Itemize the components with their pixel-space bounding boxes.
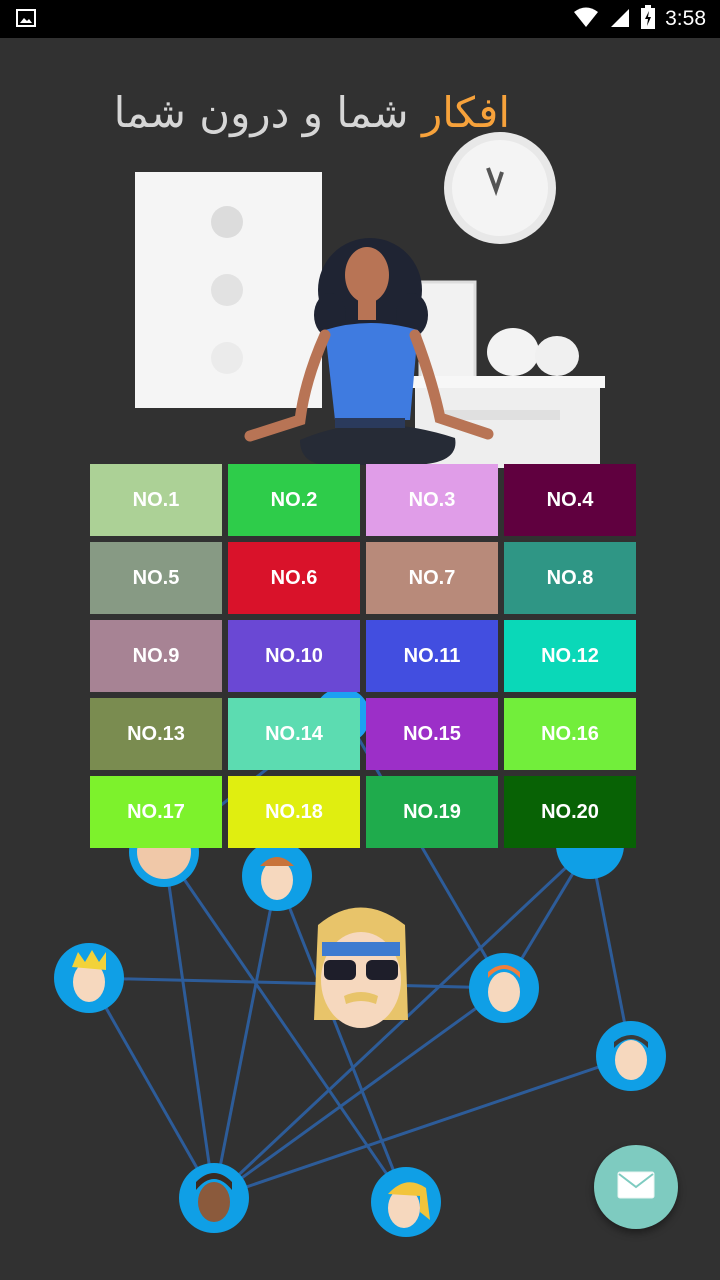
tile-button-20[interactable]: NO.20	[504, 776, 636, 848]
tile-button-9[interactable]: NO.9	[90, 620, 222, 692]
tile-button-13[interactable]: NO.13	[90, 698, 222, 770]
image-notification-icon	[16, 8, 36, 32]
tile-button-11[interactable]: NO.11	[366, 620, 498, 692]
tile-button-16[interactable]: NO.16	[504, 698, 636, 770]
tile-button-12[interactable]: NO.12	[504, 620, 636, 692]
status-time: 3:58	[665, 7, 706, 30]
tile-button-8[interactable]: NO.8	[504, 542, 636, 614]
mail-fab-button[interactable]	[594, 1145, 678, 1229]
page-title: افکار شما و درون شما	[110, 88, 510, 158]
tile-button-1[interactable]: NO.1	[90, 464, 222, 536]
battery-icon	[641, 5, 656, 33]
tile-button-4[interactable]: NO.4	[504, 464, 636, 536]
status-bar: 3:58	[0, 0, 720, 38]
tile-button-17[interactable]: NO.17	[90, 776, 222, 848]
tile-button-2[interactable]: NO.2	[228, 464, 360, 536]
tile-button-15[interactable]: NO.15	[366, 698, 498, 770]
tile-button-18[interactable]: NO.18	[228, 776, 360, 848]
tile-button-14[interactable]: NO.14	[228, 698, 360, 770]
page-title-accent: افکار	[421, 88, 510, 137]
tile-button-3[interactable]: NO.3	[366, 464, 498, 536]
meditation-illustration	[135, 132, 605, 468]
mail-icon	[617, 1171, 655, 1203]
tile-button-6[interactable]: NO.6	[228, 542, 360, 614]
tile-button-10[interactable]: NO.10	[228, 620, 360, 692]
page-title-rest: شما و درون شما	[113, 88, 422, 137]
tile-button-7[interactable]: NO.7	[366, 542, 498, 614]
signal-icon	[609, 6, 631, 32]
tile-button-5[interactable]: NO.5	[90, 542, 222, 614]
wifi-icon	[573, 6, 599, 32]
tile-button-19[interactable]: NO.19	[366, 776, 498, 848]
tile-grid: NO.1 NO.2 NO.3 NO.4 NO.5 NO.6 NO.7 NO.8 …	[90, 464, 636, 848]
